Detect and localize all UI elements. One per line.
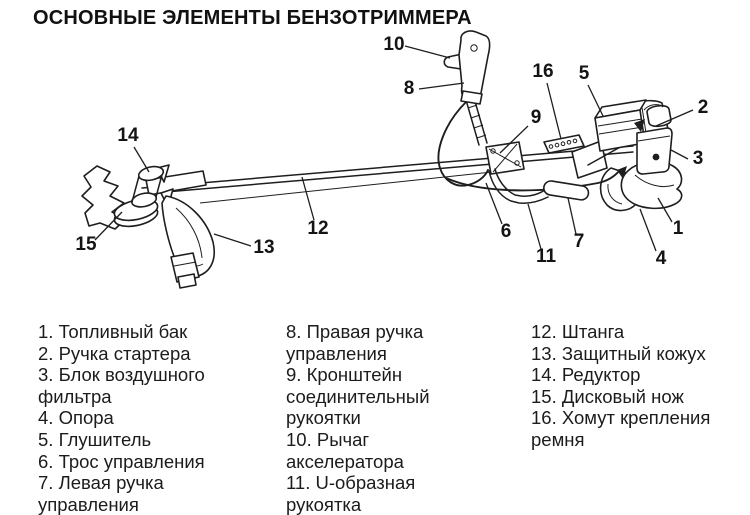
belt-clamp xyxy=(543,134,585,154)
handle-grip xyxy=(458,30,491,102)
legend-item-14: 14. Редуктор xyxy=(531,364,641,386)
legend-item-9: 9. Кронштейн соединительный рукоятки xyxy=(286,364,430,429)
legend-item-13: 13. Защитный кожух xyxy=(531,342,706,364)
callout-10: 10 xyxy=(383,34,404,55)
guard-foot-tip xyxy=(177,273,197,289)
legend-column-3: 12. Штанга 13. Защитный кожух 14. Редукт… xyxy=(531,321,736,451)
legend-item-15: 15. Дисковый нож xyxy=(531,385,684,407)
callout-15: 15 xyxy=(75,234,97,255)
right-handle xyxy=(443,30,491,146)
shaft-clamp xyxy=(145,170,207,196)
callout-11: 11 xyxy=(536,246,557,267)
legend-item-12: 12. Штанга xyxy=(531,321,625,342)
handle-bracket xyxy=(485,141,525,175)
legend-item-10: 10. Рычаг акселератора xyxy=(286,428,404,472)
leader-lines xyxy=(94,45,694,252)
legend-item-2: 2. Ручка стартера xyxy=(38,342,191,364)
callout-8: 8 xyxy=(404,78,415,99)
legend-item-1: 1. Топливный бак xyxy=(38,321,188,342)
gearbox xyxy=(137,165,165,182)
callout-3: 3 xyxy=(693,148,704,169)
clutch-housing xyxy=(571,140,608,179)
legend-item-3: 3. Блок воздушного фильтра xyxy=(38,364,205,407)
callout-4: 4 xyxy=(656,248,667,269)
callout-6: 6 xyxy=(501,221,512,242)
trimmer-diagram: 10 8 16 5 2 3 9 12 6 11 7 4 1 14 15 13 xyxy=(75,30,708,289)
legend-item-8: 8. Правая ручка управления xyxy=(286,321,424,364)
legend-item-7: 7. Левая ручка управления xyxy=(38,472,164,515)
page-title: ОСНОВНЫЕ ЭЛЕМЕНТЫ БЕНЗОТРИММЕРА xyxy=(33,7,472,29)
callout-2: 2 xyxy=(698,97,709,118)
callout-9: 9 xyxy=(531,107,542,128)
cutting-head xyxy=(81,164,215,289)
filter-bolt xyxy=(652,153,660,161)
callout-5: 5 xyxy=(579,63,590,84)
disc-knife xyxy=(81,165,127,230)
legend-column-1: 1. Топливный бак 2. Ручка стартера 3. Бл… xyxy=(38,321,228,515)
air-filter xyxy=(636,127,673,175)
starter-handle xyxy=(646,104,672,128)
left-grip xyxy=(543,180,590,201)
callout-1: 1 xyxy=(673,218,684,239)
legend-item-4: 4. Опора xyxy=(38,407,114,429)
legend-column-2: 8. Правая ручка управления 9. Кронштейн … xyxy=(286,321,471,515)
legend-item-5: 5. Глушитель xyxy=(38,428,152,450)
u-handle xyxy=(488,168,590,204)
legend-item-16: 16. Хомут крепления ремня xyxy=(531,407,711,450)
callout-numbers: 10 8 16 5 2 3 9 12 6 11 7 4 1 14 15 13 xyxy=(75,34,708,269)
callout-14: 14 xyxy=(117,125,139,146)
callout-16: 16 xyxy=(532,61,553,82)
legend-item-6: 6. Трос управления xyxy=(38,450,205,472)
callout-7: 7 xyxy=(574,231,585,252)
callout-12: 12 xyxy=(307,218,328,239)
legend-item-11: 11. U-образная рукоятка xyxy=(286,472,416,515)
handle-collar xyxy=(460,90,483,105)
callout-13: 13 xyxy=(253,237,274,258)
